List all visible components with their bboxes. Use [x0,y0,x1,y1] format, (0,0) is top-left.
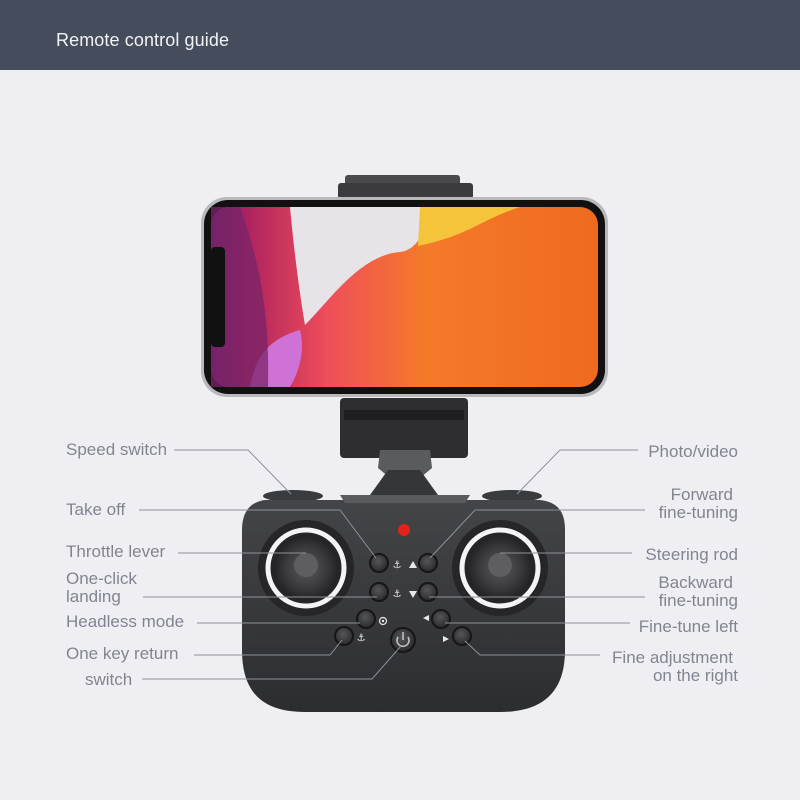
label-line: fine-tuning [658,591,738,610]
power-indicator-led [398,524,410,536]
phone-clamp-top [338,175,473,199]
label-line: One-click [66,569,137,588]
label-throttle-lever: Throttle lever [66,542,166,561]
label-line: Fine adjustment [612,648,733,667]
label-take-off: Take off [66,500,126,519]
headless-glyph-icon [378,616,388,626]
header-bar: Remote control guide [0,0,800,70]
label-line: on the right [652,666,738,685]
label-steering-rod: Steering rod [645,545,738,564]
one-click-landing-button [369,582,389,602]
headless-mode-button [356,609,376,629]
steering-rod-stick[interactable] [452,520,548,616]
label-forward-fine-tuning: Forward fine-tuning [659,486,738,522]
label-line: Forward [670,485,733,504]
up-arrow-icon [409,561,417,568]
fine-adjust-right-button [452,626,472,646]
label-backward-fine-tuning: Backward fine-tuning [658,574,738,610]
label-speed-switch: Speed switch [66,440,168,459]
left-arrow-icon [423,615,429,621]
right-arrow-icon [443,636,449,642]
label-line: landing [66,587,121,606]
remote-guide-illustration: ⚓ ⚓ ⚓ Speed switch Take [0,70,800,800]
label-line: fine-tuning [658,503,738,522]
fine-tune-left-button [431,609,451,629]
page-title: Remote control guide [56,30,230,50]
label-line: Backward [658,573,733,592]
phone-mount [340,398,468,495]
throttle-lever-stick[interactable] [258,520,354,616]
label-photo-video: Photo/video [648,442,738,461]
label-headless-mode: Headless mode [66,612,185,631]
one-key-return-button [334,626,354,646]
smartphone [201,197,608,397]
leader-lines [139,449,645,680]
label-one-click-landing: One-click landing [66,570,137,606]
down-arrow-icon [409,591,417,598]
return-glyph-icon: ⚓ [357,633,366,644]
forward-fine-tuning-button [418,553,438,573]
take-off-button [369,553,389,573]
landing-glyph-icon: ⚓ [393,589,402,600]
label-one-key-return: One key return [66,644,179,663]
label-switch: switch [85,670,133,689]
takeoff-glyph-icon: ⚓ [393,560,402,571]
label-fine-tune-left: Fine-tune left [638,617,738,636]
label-fine-adjustment-right: Fine adjustment on the right [612,649,738,685]
backward-fine-tuning-button [418,582,438,602]
power-icon [396,632,410,648]
